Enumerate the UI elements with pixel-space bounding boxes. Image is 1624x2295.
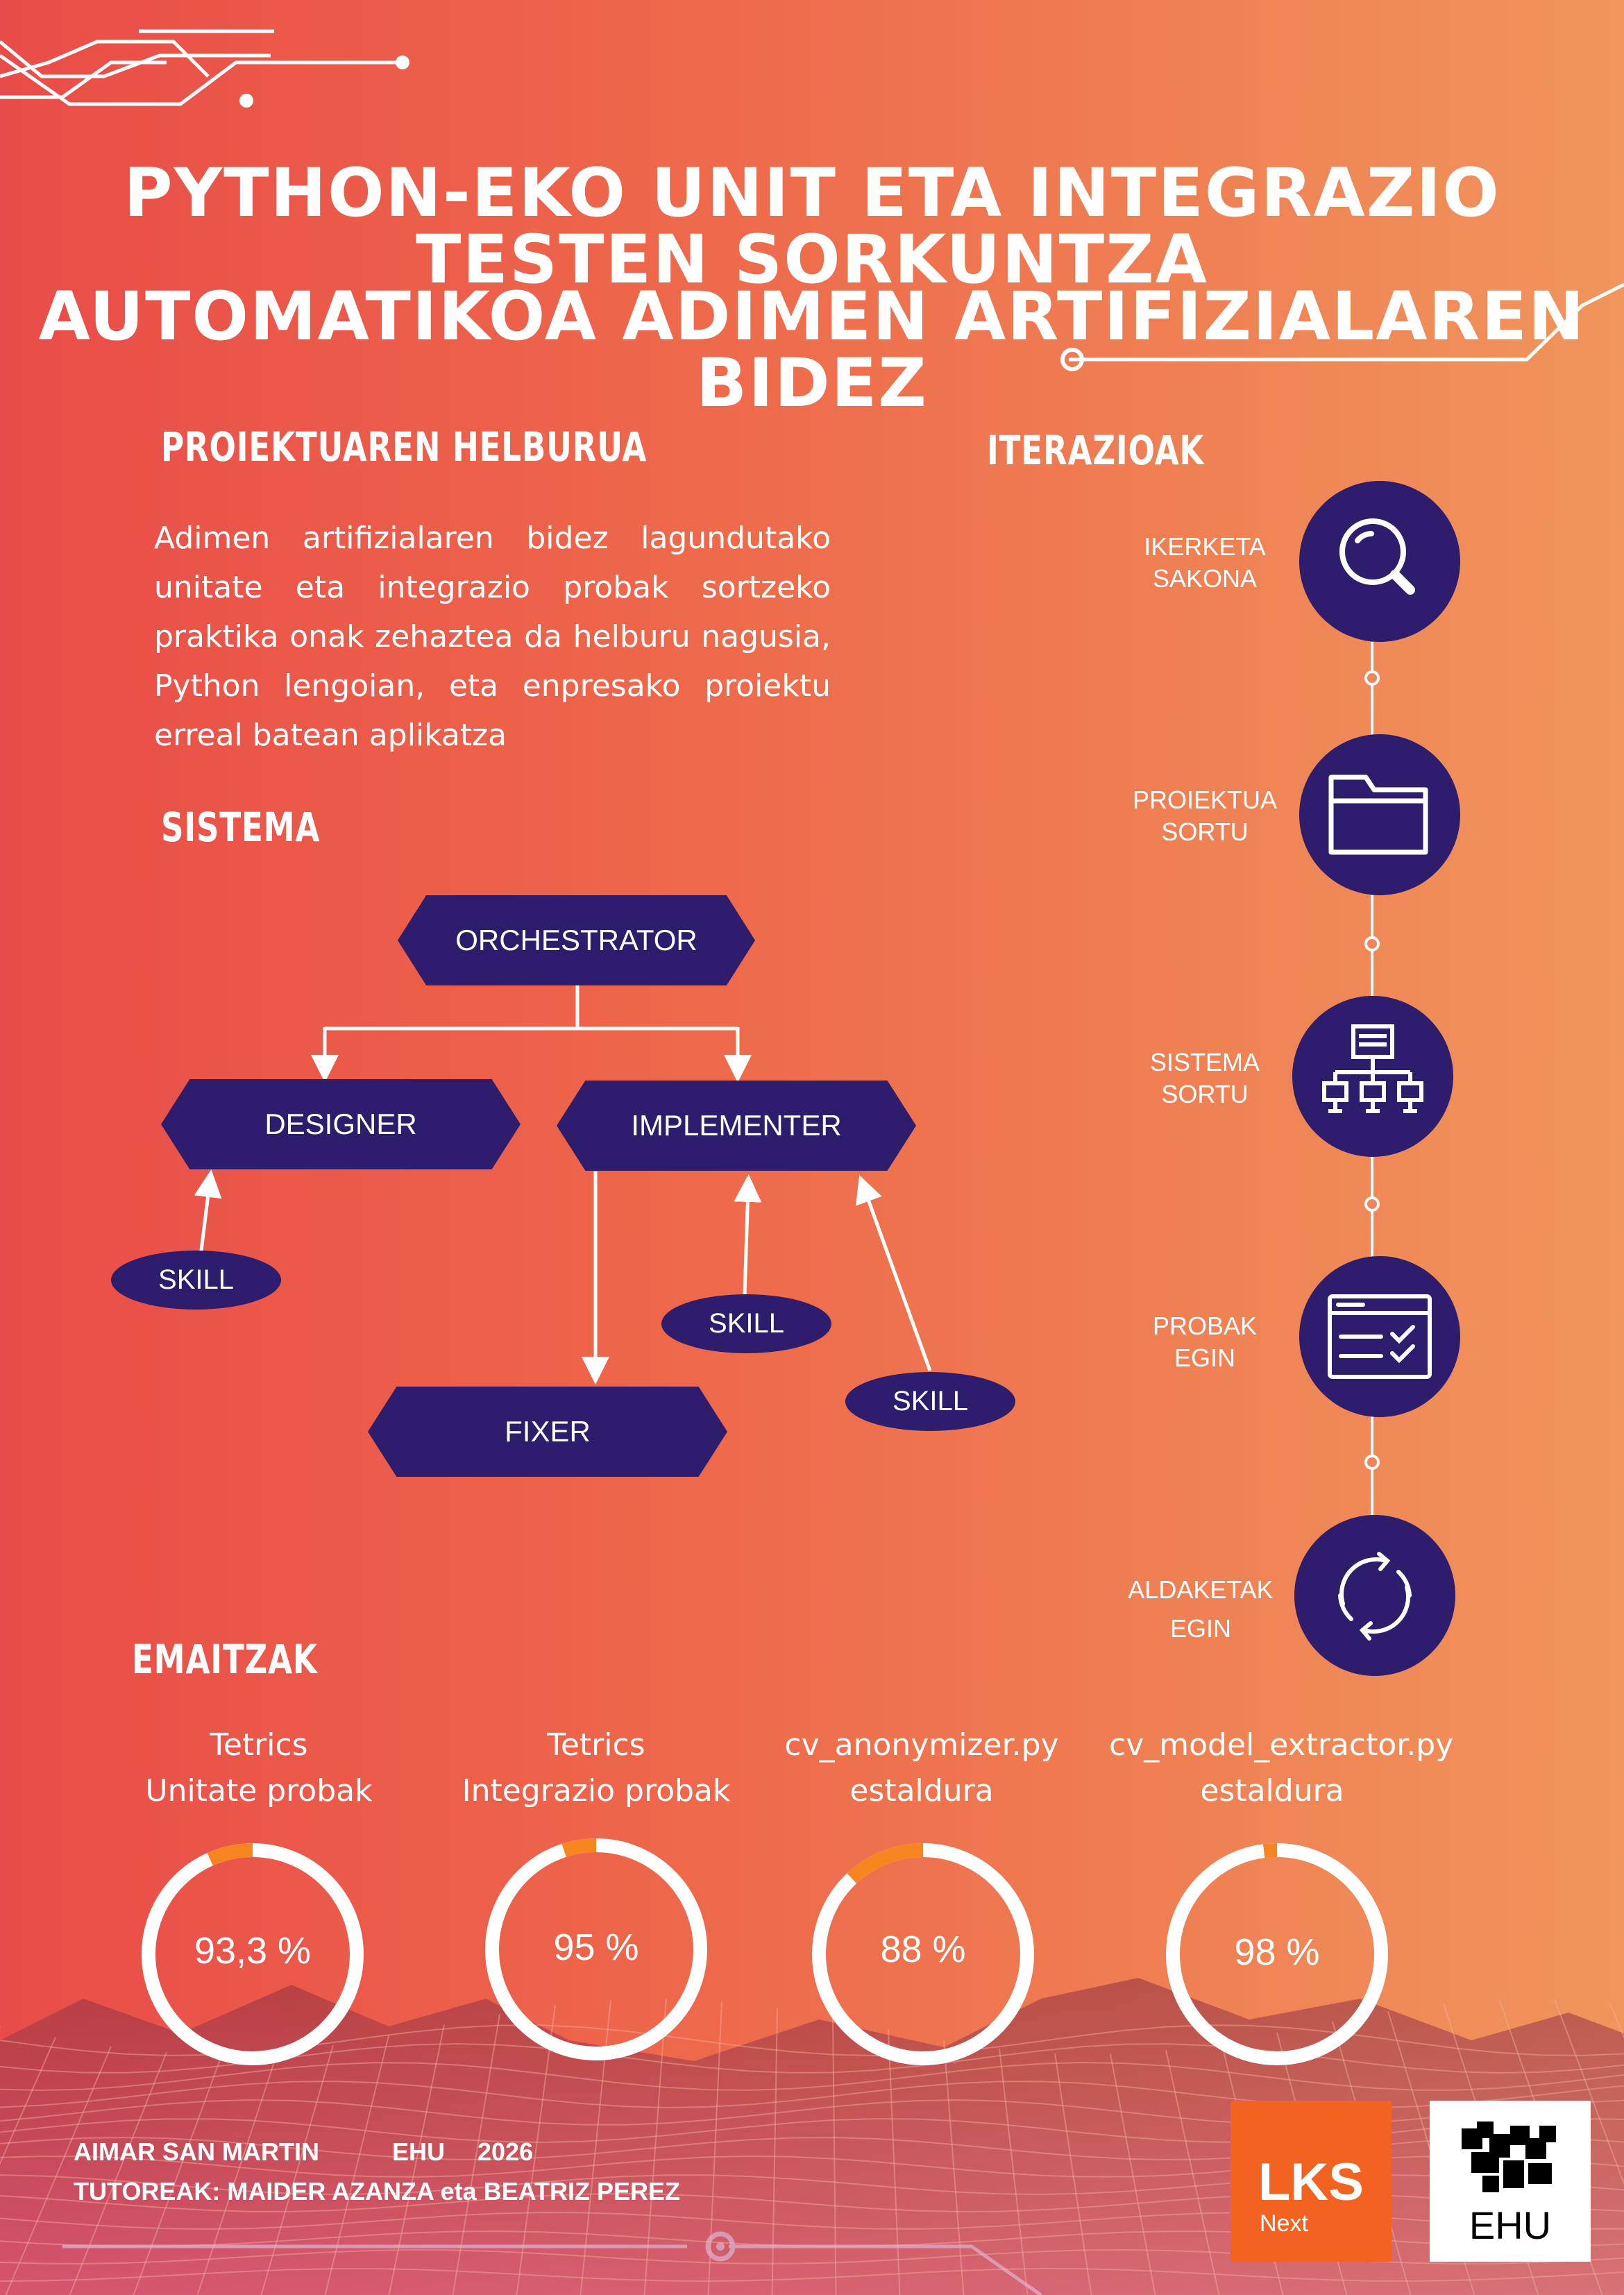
gauge-remainder-arc	[561, 1838, 597, 1857]
gauge-value-3: 88 %	[880, 1929, 966, 1970]
step-label-5-line1: ALDAKETAK	[1128, 1575, 1274, 1604]
step-label-1-line2: SAKONA	[1152, 564, 1258, 593]
gauge-remainder-arc	[207, 1843, 253, 1866]
network-icon	[1322, 1024, 1423, 1113]
terrain-line	[69, 2051, 167, 2295]
step-label-4: PROBAK EGIN	[1122, 1310, 1288, 1374]
step-label-4-line2: EGIN	[1174, 1344, 1235, 1372]
terrain-line	[133, 2053, 223, 2295]
terrain-line	[707, 2001, 722, 2295]
ehu-logo-text: EHU	[1469, 2203, 1552, 2247]
goal-heading: PROIEKTUAREN HELBURUA	[161, 423, 648, 471]
gauge-value-1: 93,3 %	[194, 1930, 312, 1972]
result-label-1-line2: Unitate probak	[145, 1773, 373, 1809]
ehu-emblem-icon	[1462, 2122, 1556, 2192]
ehu-logo: EHU	[1430, 2101, 1591, 2262]
terrain-line	[5, 2046, 112, 2295]
step-label-1: IKERKETA SAKONA	[1122, 531, 1288, 595]
step-label-3-line2: SORTU	[1161, 1080, 1249, 1108]
step-circle-1	[1299, 481, 1460, 642]
step-circle-4	[1299, 1256, 1460, 1417]
result-label-3-line2: estaldura	[849, 1773, 994, 1809]
step-label-5: ALDAKETAK EGIN	[1117, 1574, 1284, 1645]
terrain-line	[0, 2061, 1624, 2092]
step-label-4-line1: PROBAK	[1152, 1312, 1258, 1340]
terrain-line	[260, 2044, 334, 2295]
step-circle-5	[1294, 1515, 1455, 1676]
step-circle-3	[1292, 996, 1453, 1157]
footer-university: EHU	[392, 2137, 446, 2166]
gauge-4	[1166, 1843, 1388, 2065]
iterations-heading: ITERAZIOAK	[987, 427, 1205, 474]
terrain-line	[0, 2267, 1624, 2283]
terrain-line	[1554, 1999, 1624, 2186]
result-label-4-line1: cv_model_extractor.py	[1109, 1727, 1454, 1763]
footer-author: AIMAR SAN MARTIN	[74, 2137, 319, 2166]
magnifier-icon	[1339, 518, 1415, 595]
gauge-2	[485, 1838, 707, 2060]
result-label-4: cv_model_extractor.py estaldura	[1109, 1722, 1454, 1814]
gauge-1	[142, 1843, 364, 2065]
result-label-2-line1: Tetrics	[547, 1727, 645, 1763]
refresh-icon	[1338, 1552, 1412, 1641]
lks-logo-subtext: Next	[1260, 2210, 1308, 2237]
step-label-2-line1: PROIEKTUA	[1132, 786, 1278, 814]
results-heading: EMAITZAK	[132, 1636, 318, 1683]
terrain-line	[324, 2035, 389, 2295]
terrain-line	[1054, 2053, 1092, 2295]
terrain-line	[0, 2037, 56, 2165]
designer-node: DESIGNER	[161, 1079, 521, 1169]
title-line-1: PYTHON-EKO UNIT ETA INTEGRAZIO TESTEN SO…	[124, 154, 1500, 298]
result-label-2: Tetrics Integrazio probak	[433, 1722, 759, 1814]
step-label-2: PROIEKTUA SORTU	[1122, 784, 1288, 848]
implementer-node: IMPLEMENTER	[557, 1081, 916, 1171]
title-line-2: AUTOMATIKOA ADIMEN ARTIFIZIALAREN BIDEZ	[38, 278, 1586, 422]
result-label-3-line1: cv_anonymizer.py	[784, 1727, 1059, 1763]
result-label-2-line2: Integrazio probak	[462, 1773, 731, 1809]
terrain-line	[516, 2005, 556, 2295]
result-label-4-line2: estaldura	[1200, 1773, 1344, 1809]
terrain-line	[643, 1999, 667, 2295]
terrain-line	[1165, 2049, 1220, 2295]
gauge-3	[812, 1843, 1034, 2065]
gauge-value-2: 95 %	[553, 1926, 639, 1968]
lks-next-logo: LKS Next	[1230, 2101, 1392, 2262]
terrain-line	[1110, 2053, 1156, 2295]
terrain-line	[196, 2051, 278, 2295]
step-label-3: SISTEMA SORTU	[1122, 1047, 1288, 1110]
skill-node-implementer-1: SKILL	[661, 1294, 831, 1353]
step-circle-2	[1299, 734, 1460, 895]
terrain-line	[943, 2040, 965, 2295]
terrain-line	[832, 2018, 837, 2295]
step-label-3-line1: SISTEMA	[1149, 1048, 1260, 1076]
lks-logo-text: LKS	[1258, 2153, 1364, 2212]
result-label-1-line1: Tetrics	[210, 1727, 308, 1763]
result-label-3: cv_anonymizer.py estaldura	[759, 1722, 1085, 1814]
gauge-remainder-arc	[1262, 1843, 1278, 1858]
gauge-remainder-arc	[847, 1843, 924, 1884]
system-heading: SISTEMA	[161, 804, 321, 851]
step-label-2-line2: SORTU	[1161, 818, 1249, 846]
orchestrator-node: ORCHESTRATOR	[398, 895, 755, 985]
checklist-window-icon	[1328, 1294, 1432, 1379]
footer-tutors: TUTOREAK: MAIDER AZANZA eta BEATRIZ PERE…	[74, 2177, 681, 2205]
goal-text: Adimen artifizialaren bidez lagundutako …	[154, 520, 831, 753]
result-label-1: Tetrics Unitate probak	[96, 1722, 422, 1814]
terrain-line	[888, 2029, 901, 2295]
step-label-1-line1: IKERKETA	[1144, 532, 1266, 561]
skill-node-implementer-2: SKILL	[845, 1372, 1015, 1431]
terrain-line	[999, 2048, 1029, 2295]
step-label-5-line2: EGIN	[1169, 1614, 1231, 1643]
terrain-line	[452, 2014, 500, 2295]
fixer-node: FIXER	[368, 1387, 727, 1477]
skill-node-designer: SKILL	[111, 1251, 281, 1310]
gauge-value-4: 98 %	[1234, 1931, 1320, 1973]
footer-year: 2026	[477, 2137, 534, 2166]
terrain-line	[388, 2024, 445, 2295]
terrain-line	[771, 2008, 778, 2295]
folder-icon	[1328, 774, 1428, 855]
